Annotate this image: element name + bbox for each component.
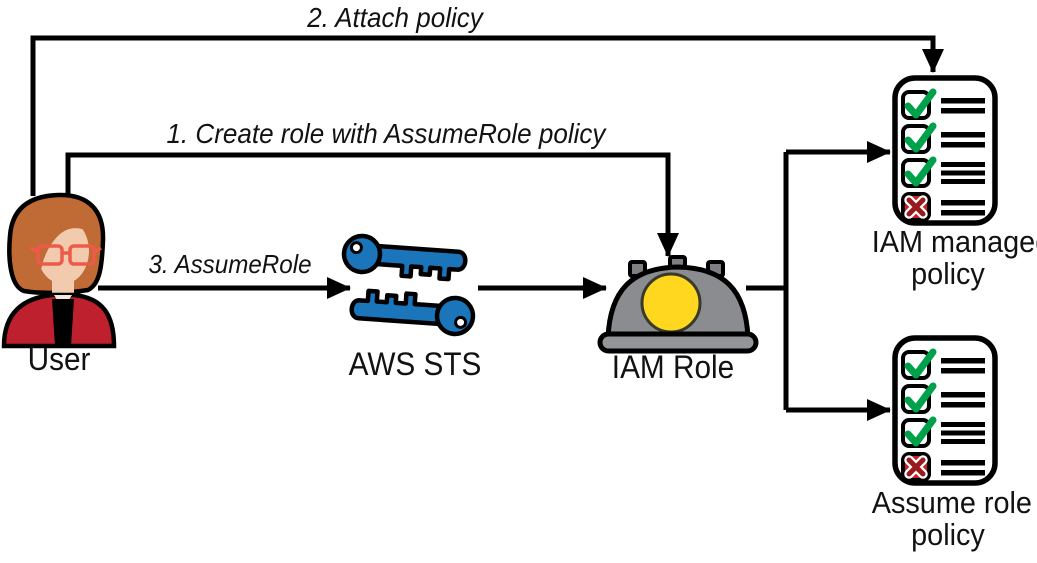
iam-role-label: IAM Role <box>611 349 735 385</box>
edge-label-assume-role: 3. AssumeRole <box>148 249 312 279</box>
iam-managed-policy-label: IAM managed policy <box>871 224 1037 292</box>
assume-role-policy-label: Assume role policy <box>871 485 1032 553</box>
edge-create-role <box>65 152 679 257</box>
glasses-icon <box>29 244 102 266</box>
edge-label-attach-policy: 2. Attach policy <box>307 2 483 33</box>
user-label: User <box>27 341 91 377</box>
hard-hat-icon <box>597 255 759 354</box>
user-icon <box>1 192 117 349</box>
keys-icon <box>343 235 475 335</box>
aws-sts-label: AWS STS <box>348 346 482 382</box>
edge-label-create-role: 1. Create role with AssumeRole policy <box>166 118 606 149</box>
policy-document-icon-managed <box>895 78 995 223</box>
policy-document-icon-assume <box>895 338 995 483</box>
edge-role-branch <box>746 152 789 410</box>
edge-attach-policy <box>30 35 944 196</box>
